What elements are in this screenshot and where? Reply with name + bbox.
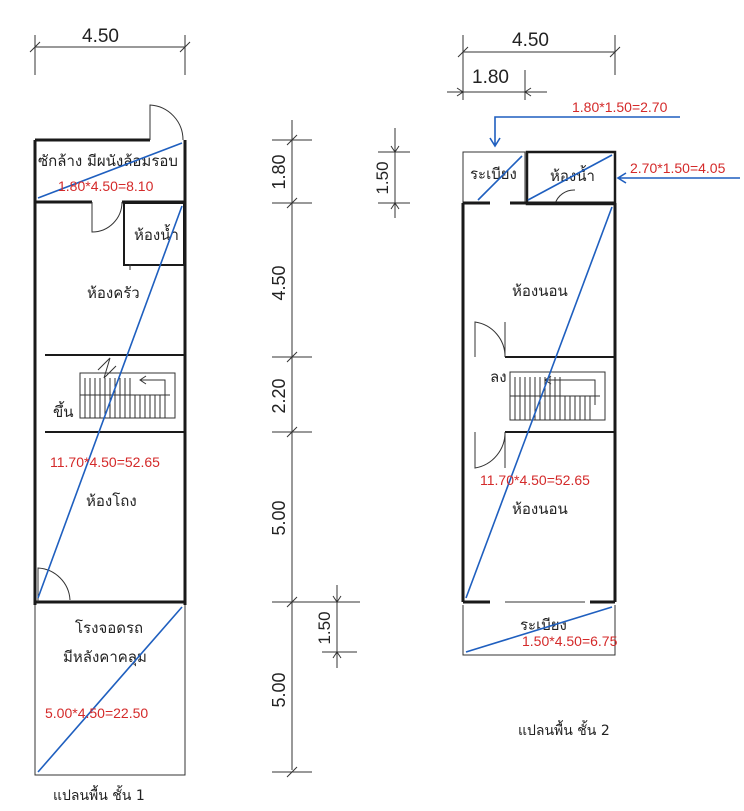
floor2-main-diagonal	[465, 206, 613, 599]
floor1-width-label: 4.50	[82, 26, 119, 47]
floor2-outer-wall	[461, 201, 617, 602]
floor1-hall-label: ห้องโถง	[86, 492, 137, 510]
floor2-front-balcony-diagonal	[465, 606, 613, 653]
floor1-rear-door	[149, 104, 184, 141]
dim-1-80: 1.80	[269, 154, 289, 189]
floor2-sub-dimension: 1.80	[447, 67, 547, 100]
floor2-rear-balcony-calc: 1.80*1.50=2.70	[572, 99, 668, 115]
floor2-plan: 4.50 1.80 1.50	[373, 30, 740, 739]
floor1-stair	[45, 354, 185, 433]
floor1-plan: 4.50	[29, 26, 191, 804]
floor1-bathroom-label: ห้องน้ำ	[134, 224, 179, 244]
floor2-stair	[505, 356, 615, 433]
floor2-bedroom2-label: ห้องนอน	[512, 500, 568, 518]
floor1-garage-label-1: โรงจอดรถ	[75, 619, 143, 637]
floor1-front-door	[37, 567, 71, 602]
floor2-rear-balcony-label: ระเบียง	[470, 165, 517, 183]
floor1-bathroom-walls	[123, 202, 185, 266]
floor1-stair-up-label: ขึ้น	[53, 401, 74, 421]
floor2-rear-balcony-diagonal	[477, 155, 523, 201]
floor2-bedroom1-door	[474, 321, 506, 358]
floor2-bathroom-diagonal	[527, 154, 613, 201]
floor2-bathroom-calc: 2.70*1.50=4.05	[630, 160, 726, 176]
floor2-front-balcony-label: ระเบียง	[520, 616, 567, 634]
floor2-bathroom-pointer	[616, 172, 740, 184]
floor1-width-dimension: 4.50	[29, 26, 191, 75]
floor1-title: แปลนพื้น ชั้น 1	[53, 785, 145, 804]
floor2-main-calc: 11.70*4.50=52.65	[480, 472, 590, 488]
floor2-rear-balcony-outline	[462, 151, 526, 203]
floor2-rear-balcony-pointer	[489, 116, 680, 148]
dim-1-50-garage: 1.50	[315, 611, 334, 644]
floor1-main-calc: 11.70*4.50=52.65	[50, 454, 160, 470]
floor1-kitchen-label: ห้องครัว	[87, 284, 140, 302]
floor2-bedroom1-label: ห้องนอน	[512, 282, 568, 300]
floor1-garage-calc: 5.00*4.50=22.50	[45, 705, 148, 721]
floor1-garage-outline	[34, 605, 186, 776]
floor1-garage-diagonal	[37, 606, 183, 773]
dim-5-00-upper: 5.00	[269, 500, 289, 535]
floor2-bedroom2-door	[474, 431, 506, 469]
floor1-laundry-label: ซักล้าง มีผนังล้อมรอบ	[38, 152, 178, 170]
floor1-laundry-calc: 1.80*4.50=8.10	[58, 178, 154, 194]
floor2-sub-width-label: 1.80	[472, 67, 509, 88]
floor2-title: แปลนพื้น ชั้น 2	[518, 720, 610, 739]
dim-5-00-lower: 5.00	[269, 672, 289, 707]
floor1-main-diagonal	[37, 205, 183, 599]
floor2-stair-down-label: ลง	[490, 368, 507, 386]
dim-2-20: 2.20	[269, 378, 289, 413]
floor2-rear-dimension: 1.50	[373, 128, 410, 218]
floor1-garage-label-2: มีหลังคาคลุม	[63, 648, 147, 667]
floor2-rear-depth-label: 1.50	[373, 161, 392, 194]
vertical-dimensions: 1.80 4.50 2.20 5.00 5.00 1.50	[269, 120, 360, 778]
floor2-front-balcony-calc: 1.50*4.50=6.75	[522, 633, 618, 649]
floor1-laundry-diagonal	[37, 142, 183, 199]
floor1-kitchen-door	[91, 201, 123, 233]
dim-4-50: 4.50	[269, 265, 289, 300]
floor2-front-balcony-outline	[462, 605, 616, 656]
floor2-width-label: 4.50	[512, 30, 549, 51]
floor2-width-dimension: 4.50	[457, 30, 621, 75]
